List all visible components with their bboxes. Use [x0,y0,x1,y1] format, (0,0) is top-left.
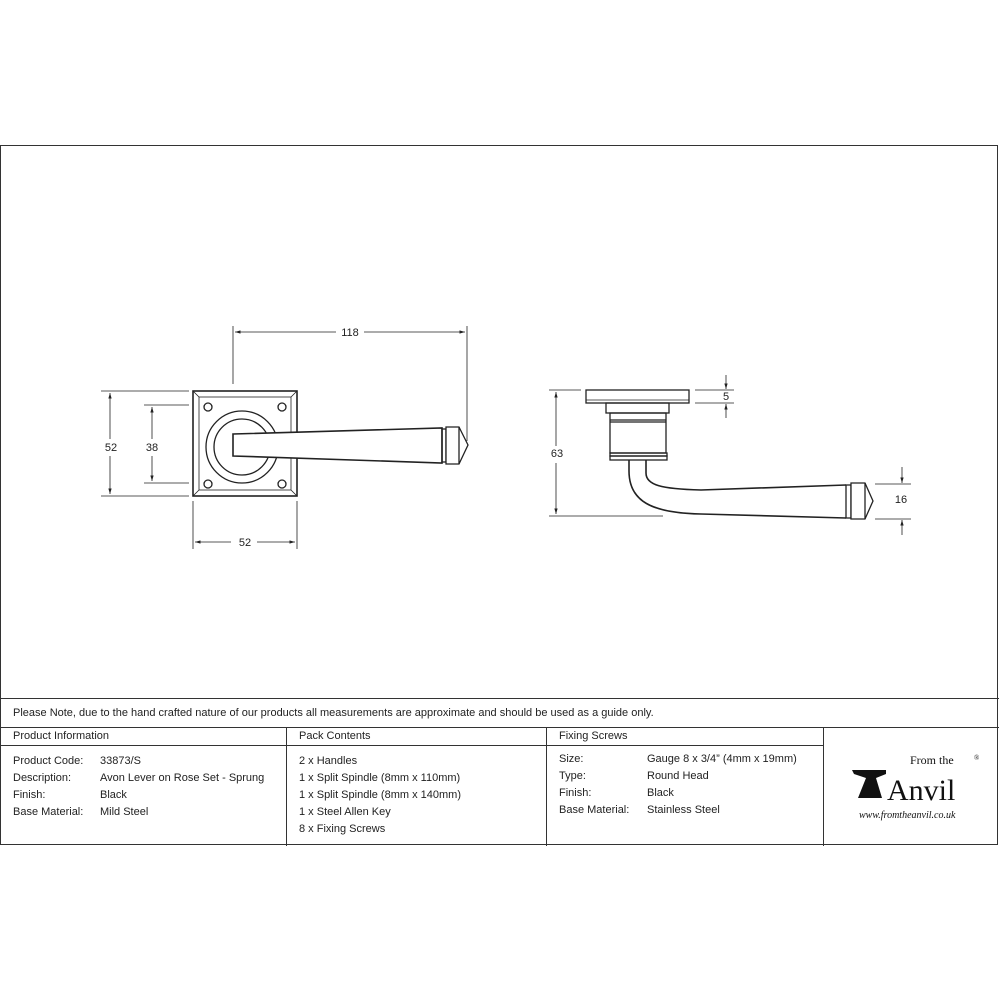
anvil-icon [852,770,886,798]
brand-logo: Anvil From the ® www.fromtheanvil.co.uk [824,728,999,846]
pack-item: 1 x Steel Allen Key [299,806,391,818]
screw-hole [203,402,213,412]
value: Mild Steel [100,806,149,818]
dim-lever-end: 16 [895,494,907,506]
logo-from-the: From the [910,753,954,767]
label: Base Material: [13,806,84,818]
technical-drawing: 118 52 38 52 63 5 16 [101,326,911,549]
dimension-lines [101,326,468,549]
logo-brand: Anvil [887,774,955,807]
value: Avon Lever on Rose Set - Sprung [100,772,265,784]
pack-item: 1 x Split Spindle (8mm x 110mm) [299,772,461,784]
type-row: Type: Round Head [559,768,823,785]
fixing-screws-panel: Fixing Screws Size: Gauge 8 x 3/4” (4mm x… [547,728,824,846]
finish-row: Finish: Black [13,787,286,804]
dim-projection: 63 [551,448,563,460]
label: Size: [559,753,584,765]
dim-rose-inner: 38 [146,442,158,454]
fixing-screws-heading: Fixing Screws [547,728,823,746]
dim-rose-height: 52 [105,442,117,454]
value: Gauge 8 x 3/4” (4mm x 19mm) [647,753,797,765]
label: Type: [559,770,586,782]
logo-url: www.fromtheanvil.co.uk [859,810,956,821]
side-view [585,389,874,520]
pack-item: 2 x Handles [299,755,358,767]
drawing-sheet: 118 52 38 52 63 5 16 [0,145,999,846]
label: Base Material: [559,804,630,816]
dim-rose-thickness: 5 [723,391,729,403]
description-row: Description: Avon Lever on Rose Set - Spr… [13,770,286,787]
base-material-row: Base Material: Mild Steel [13,804,286,821]
value: Black [647,787,674,799]
pack-item: 8 x Fixing Screws [299,823,386,835]
disclaimer-note: Please Note, due to the hand crafted nat… [1,698,999,728]
value: Stainless Steel [647,804,720,816]
pack-contents-panel: Pack Contents 2 x Handles 1 x Split Spin… [287,728,547,846]
value: Round Head [647,770,709,782]
value: Black [100,789,127,801]
screw-hole [203,479,213,489]
screw-hole [277,402,287,412]
label: Finish: [13,789,46,801]
label: Finish: [559,787,592,799]
logo-registered: ® [974,754,980,762]
label: Product Code: [13,755,84,767]
dim-reach: 118 [341,327,359,339]
label: Description: [13,772,72,784]
note-text: Please Note, due to the hand crafted nat… [13,707,654,719]
finish-row: Finish: Black [559,785,823,802]
anvil-logo: Anvil From the ® www.fromtheanvil.co.uk [852,753,980,821]
pack-item: 1 x Split Spindle (8mm x 140mm) [299,789,461,801]
base-material-row: Base Material: Stainless Steel [559,802,823,819]
front-view [192,390,469,497]
product-information-heading: Product Information [1,728,286,746]
pack-contents-heading: Pack Contents [287,728,546,746]
size-row: Size: Gauge 8 x 3/4” (4mm x 19mm) [559,751,823,768]
product-information-panel: Product Information Product Code: 33873/S… [1,728,287,846]
value: 33873/S [100,755,141,767]
dim-rose-width: 52 [239,537,251,549]
product-code-row: Product Code: 33873/S [13,753,286,770]
screw-hole [277,479,287,489]
